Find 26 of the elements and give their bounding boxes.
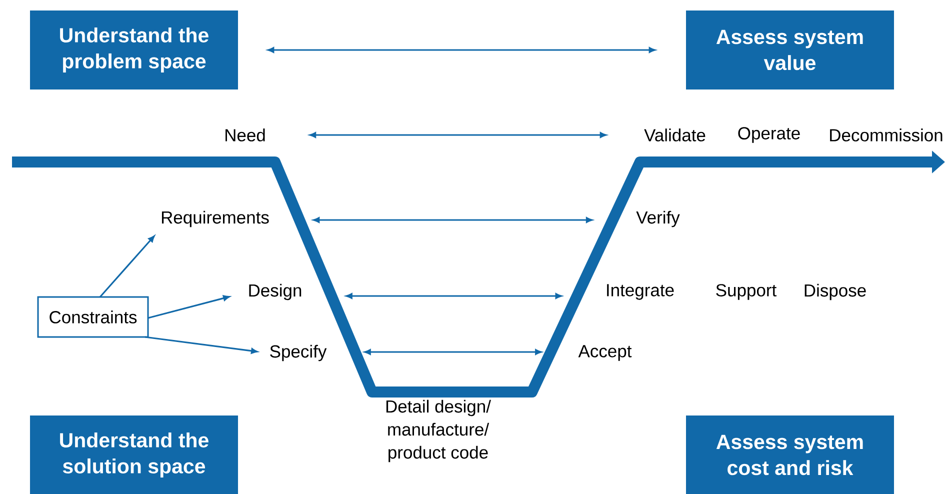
- arrow: [268, 47, 656, 53]
- heading-box: Assess system value: [686, 10, 894, 90]
- stage-label: Requirements: [162, 210, 269, 228]
- stage-label: Decommission: [830, 128, 942, 142]
- constraints-box: Constraints: [37, 296, 149, 338]
- heading-box: Understand the problem space: [30, 10, 238, 90]
- arrow: [148, 295, 230, 319]
- arrow: [313, 217, 593, 223]
- stage-label: Support: [716, 284, 776, 300]
- stage-label: Integrate: [607, 284, 674, 300]
- stage-label: Accept: [578, 345, 632, 361]
- stage-label: Operate: [738, 127, 800, 143]
- arrow: [364, 349, 542, 355]
- arrow: [310, 132, 606, 138]
- heading-box: Understand the solution space: [30, 416, 238, 494]
- stage-label: Verify: [636, 210, 680, 228]
- heading-box: Assess system cost and risk: [686, 416, 894, 494]
- arrow: [144, 336, 258, 354]
- arrow: [346, 293, 562, 299]
- stage-label: Dispose: [804, 284, 866, 300]
- arrow: [99, 236, 155, 298]
- stage-label: Need: [226, 128, 265, 142]
- stage-label: Design: [249, 284, 302, 300]
- stage-label: Validate: [644, 128, 706, 142]
- stage-label: Detail design/ manufacture/ product code: [386, 400, 491, 462]
- stage-label: Specify: [270, 344, 327, 362]
